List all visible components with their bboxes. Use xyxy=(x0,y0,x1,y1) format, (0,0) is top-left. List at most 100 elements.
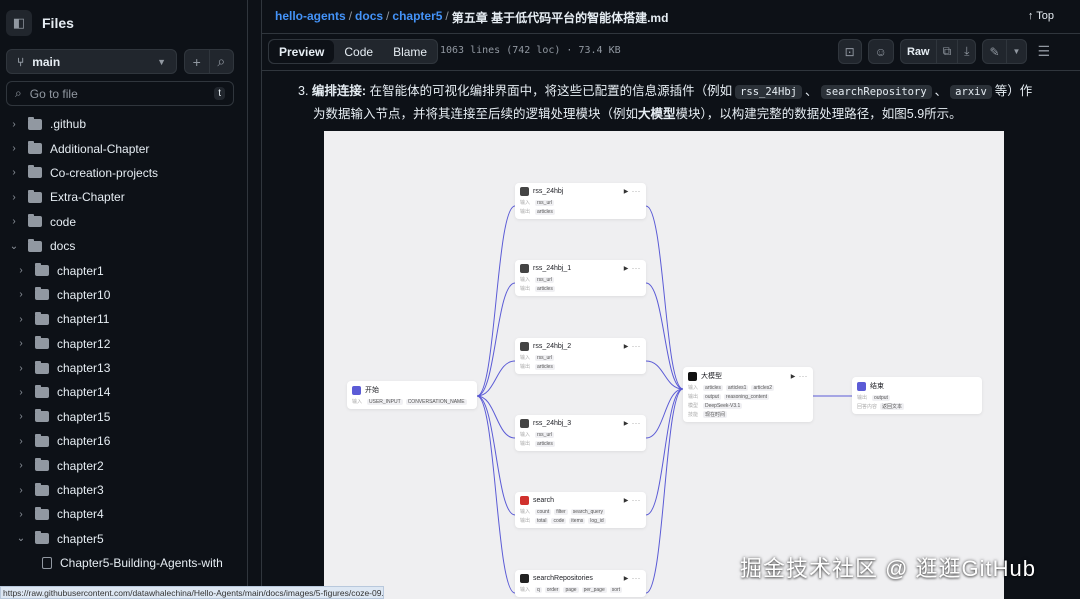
node-title: 大模型 xyxy=(701,373,722,380)
add-file-icon[interactable]: + xyxy=(192,53,201,70)
tree-item[interactable]: ›code xyxy=(0,210,248,234)
collapse-sidebar-icon[interactable]: ◧ xyxy=(6,10,32,36)
tree-item-label: Chapter5-Building-Agents-with xyxy=(60,556,223,571)
tree-item-label: chapter2 xyxy=(57,458,104,473)
text: 、 xyxy=(934,84,948,98)
text: 等）作 xyxy=(994,84,1033,98)
search-icon[interactable]: ⌕ xyxy=(208,50,234,73)
copilot-icon[interactable]: ☺ xyxy=(874,44,887,59)
param-tag: count xyxy=(535,508,552,515)
tree-item[interactable]: ⌄chapter5 xyxy=(0,527,248,551)
tree-item[interactable]: ›chapter10 xyxy=(0,283,248,307)
rss-plugin-icon xyxy=(520,187,529,196)
tree-item[interactable]: ›chapter13 xyxy=(0,356,248,380)
tree-item[interactable]: ›chapter2 xyxy=(0,453,248,477)
node-actions-icon: ▶ ··· xyxy=(623,421,641,427)
symbols-panel-icon[interactable]: ⊡ xyxy=(844,44,855,59)
param-tag: articles1 xyxy=(725,384,749,391)
tree-item[interactable]: ›chapter1 xyxy=(0,258,248,282)
folder-icon xyxy=(35,287,49,301)
folder-icon xyxy=(28,141,42,155)
folder-icon xyxy=(28,165,42,179)
row-label: 输出 xyxy=(857,395,868,401)
param-tag: DeepSeek-V3.1 xyxy=(703,402,743,409)
breadcrumb-docs[interactable]: docs xyxy=(355,9,384,23)
tree-item[interactable]: Chapter5-Building-Agents-with xyxy=(0,551,248,575)
tree-item-label: chapter12 xyxy=(57,336,111,351)
tree-item-label: chapter14 xyxy=(57,385,111,400)
tree-item-label: Co-creation-projects xyxy=(50,165,159,180)
row-label: 输入 xyxy=(688,385,699,391)
tree-item[interactable]: ›chapter3 xyxy=(0,478,248,502)
branch-name: main xyxy=(32,54,61,69)
param-tag: reasoning_content xyxy=(723,393,770,400)
tree-item[interactable]: ›Extra-Chapter xyxy=(0,185,248,209)
tree-item[interactable]: ›chapter4 xyxy=(0,502,248,526)
tree-item[interactable]: ›Co-creation-projects xyxy=(0,161,248,185)
tree-item-label: chapter3 xyxy=(57,483,104,498)
tab-preview[interactable]: Preview xyxy=(269,40,335,63)
param-tag: USER_INPUT xyxy=(367,398,403,405)
param-tag: total xyxy=(535,517,549,524)
chevron-right-icon: › xyxy=(19,362,23,374)
folder-icon xyxy=(35,531,49,545)
file-icon xyxy=(42,557,52,570)
tree-item[interactable]: ›chapter11 xyxy=(0,307,248,331)
folder-icon xyxy=(28,214,42,228)
breadcrumb-chapter5[interactable]: chapter5 xyxy=(392,9,443,23)
node-row: 回答内容返回文本 xyxy=(857,403,977,410)
row-label: 回答内容 xyxy=(857,404,878,410)
sidebar-resize-handle[interactable] xyxy=(248,0,262,599)
tree-item[interactable]: ›chapter15 xyxy=(0,405,248,429)
row-label: 输出 xyxy=(688,394,699,400)
folder-icon xyxy=(35,506,49,520)
param-tag: articles2 xyxy=(751,384,775,391)
chevron-down-icon[interactable]: ▼ xyxy=(1005,40,1027,63)
bold-text: 大模型 xyxy=(638,107,676,121)
breadcrumb-repo[interactable]: hello-agents xyxy=(275,9,346,23)
tree-item[interactable]: ›Additional-Chapter xyxy=(0,136,248,160)
node-title: rss_24hbj_1 xyxy=(533,265,572,272)
param-tag: articles xyxy=(535,363,555,370)
param-tag: 返回文本 xyxy=(880,403,905,410)
copy-icon[interactable]: ⧉ xyxy=(935,40,958,63)
search-plugin-icon xyxy=(520,496,529,505)
top-button[interactable]: ↑ Top xyxy=(1028,10,1054,22)
tree-item-label: chapter1 xyxy=(57,263,104,278)
chevron-right-icon: › xyxy=(19,313,23,325)
branch-selector[interactable]: ⑂ main ▼ xyxy=(6,49,177,74)
node-title: rss_24hbj_2 xyxy=(533,343,572,350)
rss-plugin-icon xyxy=(520,264,529,273)
download-icon[interactable]: ⤓ xyxy=(957,40,975,63)
file-view: hello-agents/ docs/ chapter5/ 第五章 基于低代码平… xyxy=(262,0,1080,599)
tab-blame[interactable]: Blame xyxy=(393,44,428,59)
status-bar-url: https://raw.githubusercontent.com/datawh… xyxy=(0,586,384,599)
go-to-file-input[interactable]: ⌕ Go to file t xyxy=(6,81,234,106)
tab-code[interactable]: Code xyxy=(344,44,374,59)
folder-icon xyxy=(28,189,42,203)
tree-item[interactable]: › chapter14 xyxy=(0,380,248,404)
edit-pencil-icon[interactable]: ✎ xyxy=(989,44,1000,59)
chevron-right-icon: › xyxy=(19,386,23,398)
tree-item[interactable]: ›.github xyxy=(0,112,248,136)
tree-item[interactable]: ⌄docs xyxy=(0,234,248,258)
node-title: search xyxy=(533,497,555,504)
tree-item-label: .github xyxy=(50,117,87,132)
row-label: 输入 xyxy=(520,432,531,438)
tree-item-label: code xyxy=(50,214,77,229)
text: 模块），以构建完整的数据处理路径，如图5.9所示。 xyxy=(675,107,962,121)
tree-item[interactable]: ›chapter12 xyxy=(0,332,248,356)
tree-item[interactable]: ›chapter16 xyxy=(0,429,248,453)
text: 为数据输入节点，并将其连接至后续的逻辑处理模块（例如 xyxy=(313,107,639,121)
chevron-right-icon: › xyxy=(19,508,23,520)
folder-icon xyxy=(35,384,49,398)
raw-button[interactable]: Raw xyxy=(906,45,930,58)
node-title: searchRepositories xyxy=(533,575,593,582)
outline-list-icon[interactable]: ☰ xyxy=(1037,43,1050,59)
sidebar-header: ◧ Files xyxy=(6,10,74,36)
